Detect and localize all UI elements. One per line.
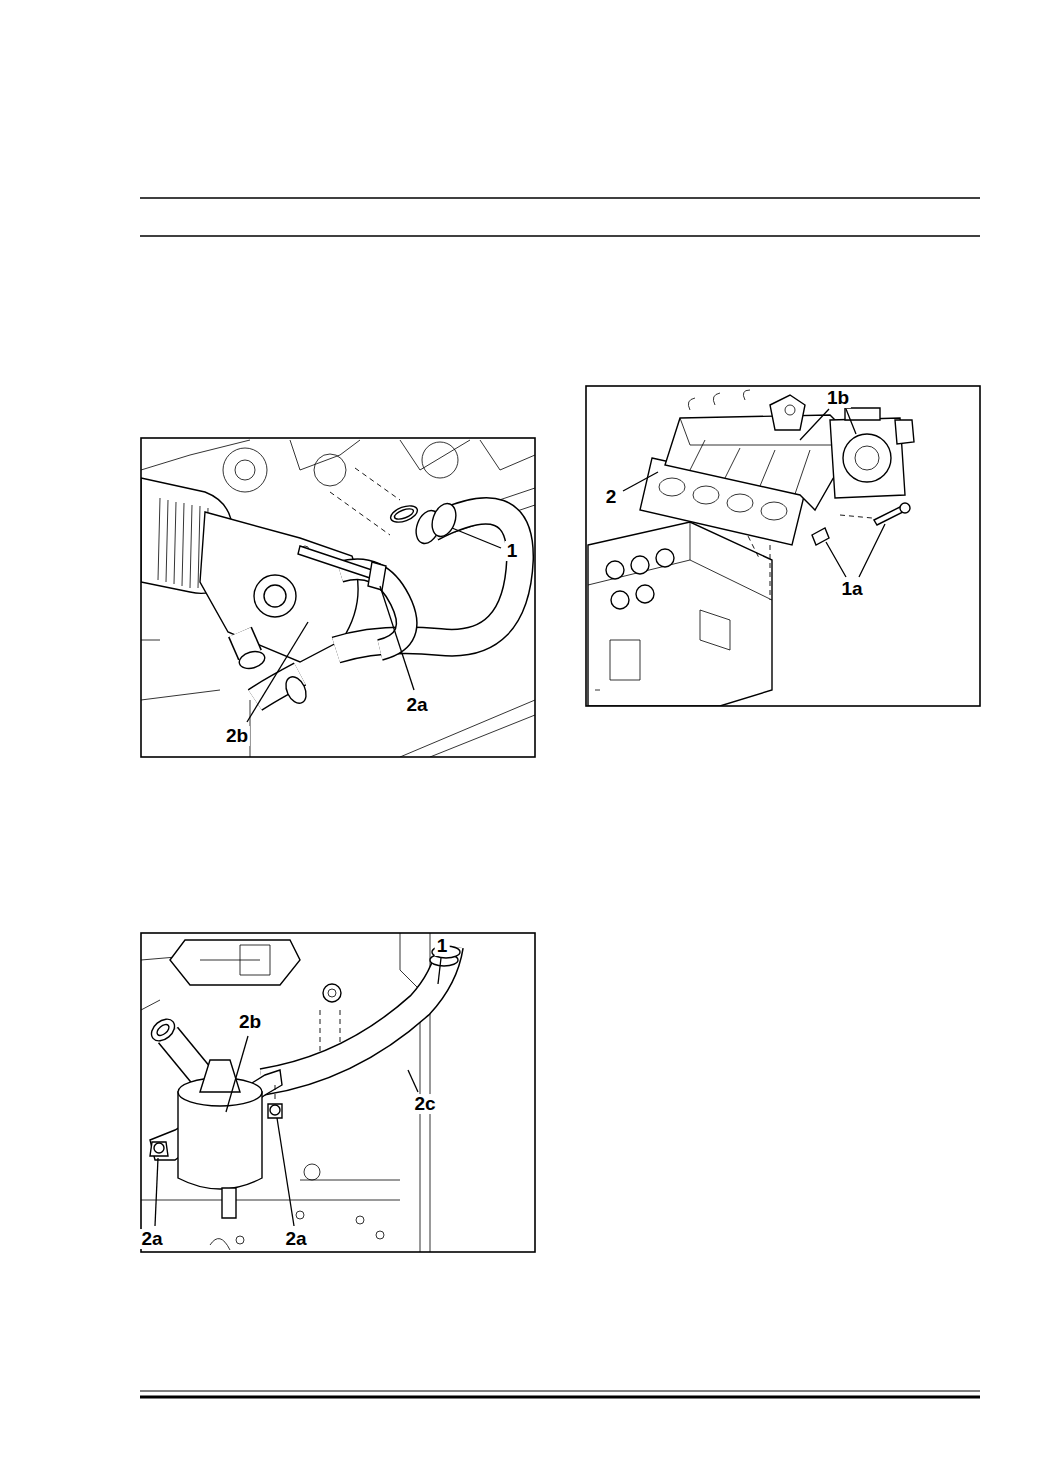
callout-number: 1 (435, 936, 450, 956)
line-art (264, 585, 286, 607)
line-art (408, 1070, 418, 1092)
line-art (262, 946, 450, 1082)
line-art (168, 1035, 205, 1080)
line-art (611, 591, 629, 609)
line-art (200, 945, 270, 975)
line-art (665, 415, 855, 510)
line-art (323, 984, 341, 1002)
line-art (262, 946, 450, 1082)
line-art (356, 1216, 364, 1224)
line-art (680, 418, 840, 494)
line-art (141, 440, 535, 470)
leader-lines (155, 409, 885, 1226)
line-art (368, 562, 386, 590)
line-art (141, 933, 430, 1252)
line-art (595, 610, 730, 690)
line-art (588, 522, 772, 706)
line-art (226, 1036, 248, 1112)
line-art (298, 546, 372, 578)
line-art (376, 1231, 384, 1239)
line-art (140, 235, 980, 237)
figure-two (141, 933, 460, 1252)
line-art (855, 446, 879, 470)
line-art (141, 933, 535, 1252)
line-art (800, 409, 856, 440)
line-art (422, 442, 458, 478)
line-art (631, 556, 649, 574)
line-art (140, 1396, 980, 1399)
line-art (586, 386, 980, 706)
line-art (452, 528, 501, 548)
line-art (296, 1211, 304, 1219)
line-art (840, 515, 872, 518)
line-art (328, 989, 336, 997)
line-art (843, 434, 891, 482)
line-art (656, 549, 674, 567)
line-art (770, 395, 805, 430)
callout-number: 2a (283, 1229, 308, 1249)
line-art (304, 1164, 320, 1180)
callout-number: 1a (839, 579, 864, 599)
line-art (636, 585, 654, 603)
callout-number: 2b (237, 1012, 263, 1032)
line-art (268, 1104, 282, 1118)
line-art (761, 502, 787, 520)
line-art (428, 500, 460, 539)
line-art (606, 561, 624, 579)
line-art (693, 486, 719, 504)
line-art (314, 454, 346, 486)
callout-number: 2a (404, 695, 429, 715)
line-art (388, 503, 419, 526)
line-art (254, 575, 296, 617)
line-art (237, 649, 266, 671)
callout-number: 1b (825, 388, 851, 408)
line-art (393, 507, 415, 521)
line-art (275, 1085, 276, 1100)
line-art (895, 420, 914, 444)
callout-number: 2 (604, 487, 619, 507)
line-art (830, 418, 905, 498)
line-art (659, 478, 685, 496)
line-art (900, 503, 910, 513)
line-art (247, 622, 308, 722)
line-art (223, 448, 267, 492)
callout-number: 2b (224, 726, 250, 746)
line-art (826, 524, 885, 577)
line-art (155, 1022, 171, 1037)
line-art (170, 940, 300, 985)
line-art (140, 1390, 980, 1391)
line-art (222, 1188, 236, 1218)
line-art (438, 958, 441, 984)
callout-number: 1 (505, 541, 520, 561)
line-art (168, 1035, 205, 1080)
line-art (785, 405, 795, 415)
line-art (688, 390, 750, 410)
callout-number: 2c (412, 1094, 437, 1114)
line-art (236, 1236, 244, 1244)
line-art (140, 197, 980, 199)
line-art (282, 674, 310, 707)
line-art (240, 632, 250, 655)
line-art (270, 1105, 280, 1115)
line-art (623, 472, 658, 491)
figure-one (141, 440, 535, 757)
line-art (155, 1158, 158, 1226)
line-art (210, 1239, 230, 1250)
line-art (154, 1143, 164, 1153)
line-art (200, 1060, 240, 1092)
line-art (277, 1118, 294, 1226)
line-art (235, 460, 255, 480)
line-art (330, 468, 400, 535)
line-art (147, 1015, 178, 1046)
line-art (380, 586, 414, 690)
line-art (141, 438, 535, 757)
line-art (240, 632, 250, 655)
line-art (727, 494, 753, 512)
figure-three (588, 390, 914, 706)
line-art (150, 1142, 168, 1156)
callout-number: 2a (139, 1229, 164, 1249)
